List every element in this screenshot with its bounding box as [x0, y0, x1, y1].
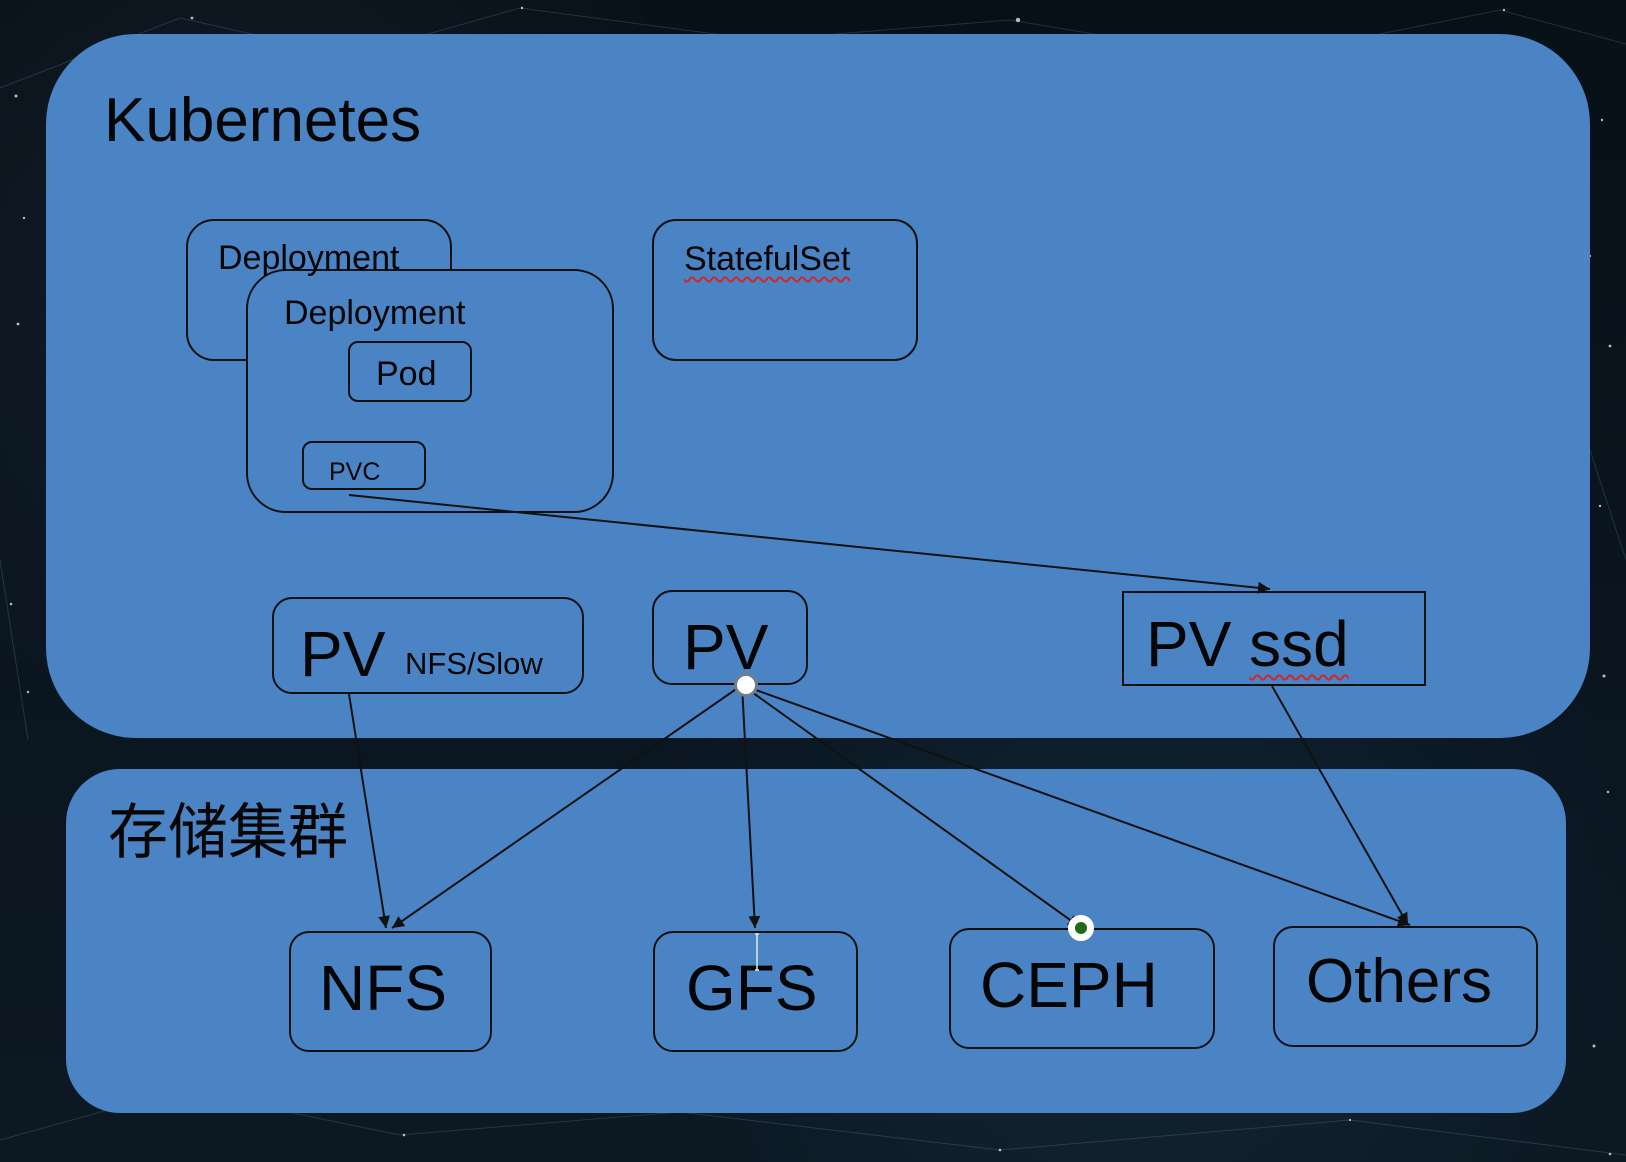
gfs-box — [653, 931, 858, 1052]
deployment-front-label: Deployment — [284, 294, 466, 332]
nfs-box — [289, 931, 492, 1052]
pv-nfs-box — [272, 597, 584, 694]
pod-box — [348, 341, 472, 402]
text-cursor-icon — [755, 933, 759, 971]
kubernetes-title: Kubernetes — [104, 86, 422, 155]
statefulset-box — [652, 219, 918, 361]
pv-ssd-sub-label: ssd — [1249, 608, 1349, 680]
pv-center-label: PV — [683, 611, 769, 683]
ceph-label: CEPH — [980, 949, 1158, 1021]
pv-ssd-box — [1122, 591, 1426, 686]
pv-ssd-label: PV ssd — [1146, 612, 1349, 676]
green-connection-handle-icon[interactable] — [1068, 915, 1094, 941]
pv-nfs-main-label: PV — [300, 618, 386, 690]
pv-nfs-sub-label: NFS/Slow — [405, 646, 543, 681]
others-box — [1273, 926, 1538, 1047]
others-label: Others — [1306, 947, 1493, 1016]
storage-cluster-title: 存储集群 — [108, 798, 348, 868]
pvc-box — [302, 441, 426, 490]
nfs-label: NFS — [319, 952, 447, 1024]
pv-center-box — [652, 590, 808, 685]
ceph-box — [949, 928, 1215, 1049]
deployment-back-label: Deployment — [218, 239, 400, 277]
statefulset-label: StatefulSet — [684, 240, 851, 278]
gfs-label: GFS — [686, 952, 818, 1024]
pod-label: Pod — [376, 355, 437, 393]
pvc-label: PVC — [329, 458, 381, 486]
connection-handle-icon[interactable] — [734, 673, 758, 697]
pv-ssd-main-label: PV — [1146, 608, 1250, 680]
